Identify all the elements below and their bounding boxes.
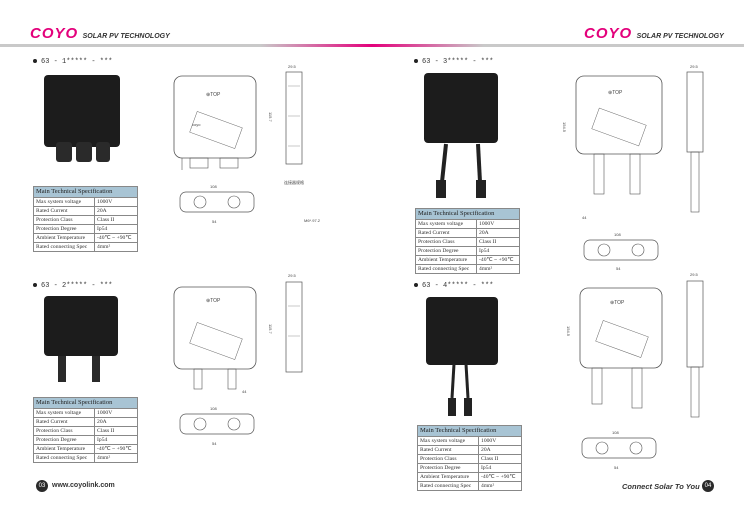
- bullet-icon: [33, 283, 37, 288]
- header-right: COYO SOLAR PV TECHNOLOGY: [584, 25, 724, 43]
- dim-pitch: 54: [212, 441, 217, 446]
- bottom-view-drawing: [581, 437, 657, 459]
- bullet-icon: [33, 59, 37, 64]
- mc4-connectors-icon: [436, 143, 486, 198]
- product-model-4: 63 - 4***** - ***: [414, 282, 493, 290]
- cable-glands-icon: [56, 142, 110, 162]
- table-row: Ambient Temperature-40℃ ~ +90℃: [414, 255, 520, 265]
- dim-height: 115.7: [268, 112, 273, 122]
- page-number-right: 04: [702, 480, 714, 492]
- spec-table: Main Technical Specification Max system …: [416, 425, 522, 491]
- top-label: ⊕TOP: [610, 300, 625, 306]
- spec-title: Main Technical Specification: [415, 208, 520, 220]
- dim-width: 108: [210, 184, 217, 189]
- dim-slot: M6*.97.2: [304, 218, 321, 223]
- slogan: Connect Solar To You: [622, 482, 700, 491]
- product-model-2: 63 - 2***** - ***: [33, 282, 112, 290]
- dim-cable: 44: [582, 215, 587, 220]
- brand-logo: COYO: [30, 25, 79, 42]
- mc4-connectors-icon: [58, 356, 100, 382]
- page-number-left: 03: [36, 480, 48, 492]
- product-model-1: 63 - 1***** - ***: [33, 58, 112, 66]
- technical-drawing-front: [578, 286, 668, 431]
- brand-logo: COYO: [584, 25, 633, 42]
- header-stripe-left: [0, 44, 372, 47]
- bottom-view-drawing: [179, 191, 255, 213]
- top-label: ⊕TOP: [206, 92, 221, 98]
- spec-table: Main Technical Specification Max system …: [414, 208, 520, 274]
- junction-box-photo: [426, 297, 498, 365]
- bottom-view-drawing: [583, 239, 659, 261]
- side-view-drawing: [686, 71, 704, 213]
- junction-box-photo: [44, 296, 118, 356]
- dim-overall: 154.5: [566, 326, 571, 337]
- bullet-icon: [414, 283, 418, 288]
- top-label: ⊕TOP: [608, 90, 623, 96]
- dim-pitch: 54: [616, 266, 621, 271]
- spec-title: Main Technical Specification: [33, 397, 138, 409]
- spec-title: Main Technical Specification: [417, 425, 522, 437]
- dim-pitch: 54: [614, 465, 619, 470]
- dim-note: 连接器规格: [284, 180, 304, 185]
- junction-box-photo: [44, 75, 120, 147]
- header-left: COYO SOLAR PV TECHNOLOGY: [30, 25, 170, 43]
- header-stripe-right: [372, 44, 744, 47]
- dim-depth: 29.5: [288, 64, 296, 69]
- table-row: Ambient Temperature-40℃ ~ +90℃: [416, 472, 522, 482]
- mc4-connectors-icon: [448, 363, 472, 416]
- brand-tagline: SOLAR PV TECHNOLOGY: [636, 33, 724, 40]
- spec-title: Main Technical Specification: [33, 186, 138, 198]
- dim-height: 115.7: [268, 324, 273, 334]
- dim-overall: 154.5: [562, 122, 567, 133]
- brand-mark: coyo: [192, 122, 201, 127]
- dim-depth: 29.5: [288, 273, 296, 278]
- dim-width: 108: [612, 430, 619, 435]
- dim-width: 108: [614, 232, 621, 237]
- dim-cable: 44: [242, 389, 247, 394]
- table-row: Ambient Temperature-40℃ ~ +90℃: [32, 444, 138, 454]
- table-row: Ambient Temperature-40℃ ~ +90℃: [32, 233, 138, 243]
- bullet-icon: [414, 59, 418, 64]
- side-view-drawing: [285, 71, 303, 165]
- spec-table: Main Technical Specification Max system …: [32, 397, 138, 463]
- top-label: ⊕TOP: [206, 298, 221, 304]
- technical-drawing-front: [172, 285, 262, 400]
- technical-drawing-front: [172, 74, 262, 179]
- website-link[interactable]: www.coyolink.com: [52, 482, 115, 489]
- dim-depth: 29.5: [690, 64, 698, 69]
- product-model-3: 63 - 3***** - ***: [414, 58, 493, 66]
- side-view-drawing: [686, 280, 704, 418]
- junction-box-photo: [424, 73, 498, 143]
- dim-width: 108: [210, 406, 217, 411]
- spec-table: Main Technical Specification Max system …: [32, 186, 138, 252]
- dim-depth: 29.5: [690, 272, 698, 277]
- header-bar-left: [0, 0, 372, 28]
- dim-pitch: 54: [212, 219, 217, 224]
- brand-tagline: SOLAR PV TECHNOLOGY: [82, 33, 170, 40]
- technical-drawing-front: [574, 74, 670, 229]
- bottom-view-drawing: [179, 413, 255, 435]
- side-view-drawing: [285, 281, 303, 373]
